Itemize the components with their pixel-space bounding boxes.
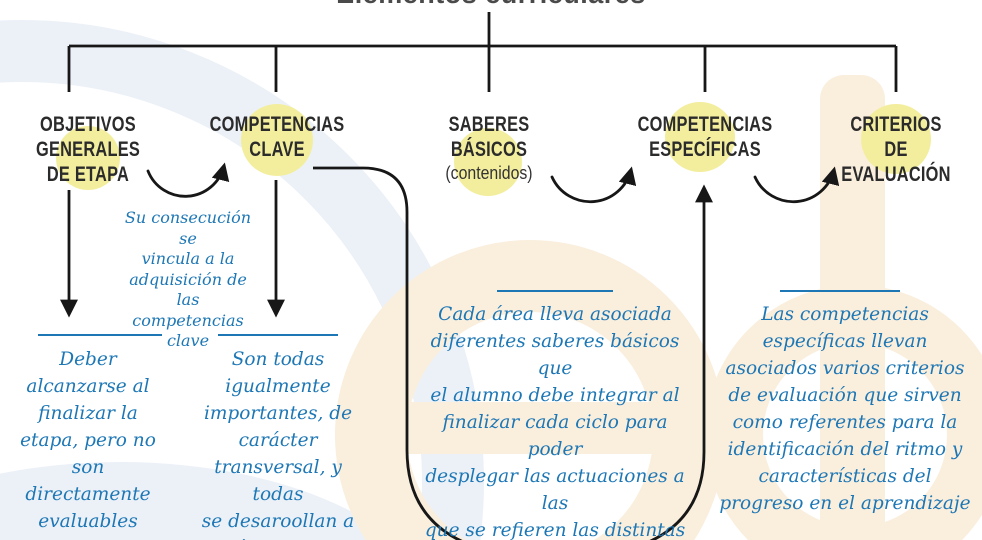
header-especificas: COMPETENCIAS ESPECÍFICAS — [637, 113, 773, 161]
rule-clave — [218, 334, 338, 336]
body-especificas: Las competencias específicas llevan asoc… — [719, 304, 971, 514]
rule-objetivos — [38, 334, 162, 336]
highlight-circle-clave — [241, 104, 313, 176]
header-clave: COMPETENCIAS CLAVE — [209, 113, 345, 161]
tree-connector — [67, 12, 898, 92]
body-saberes: Cada área lleva asociada diferentes sabe… — [424, 304, 686, 540]
header-saberes: SABERES BÁSICOS — [448, 113, 530, 161]
highlight-circle-especificas — [665, 102, 735, 172]
curve-arrow-objetivos-to-clave — [146, 162, 230, 198]
subheader-contenidos: (contenidos) — [445, 163, 533, 183]
rule-saberes — [497, 290, 613, 292]
header-criterios: CRITERIOS DE EVALUACIÓN — [841, 113, 951, 186]
page-title: Elementos curriculares — [336, 0, 646, 10]
rule-especificas — [780, 290, 900, 292]
highlight-circle-objetivos — [56, 126, 120, 190]
curve-arrow-saberes-to-especificas — [550, 166, 637, 204]
body-objetivos: Deber alcanzarse al finalizar la etapa, … — [20, 349, 156, 532]
curve-arrow-especificas-to-criterios — [753, 166, 840, 204]
note-clave: Su consecución se vincula a la adquisici… — [124, 208, 252, 350]
header-objetivos: OBJETIVOS GENERALES DE ETAPA — [35, 113, 141, 186]
body-clave: Son todas igualmente importantes, de car… — [197, 349, 359, 540]
